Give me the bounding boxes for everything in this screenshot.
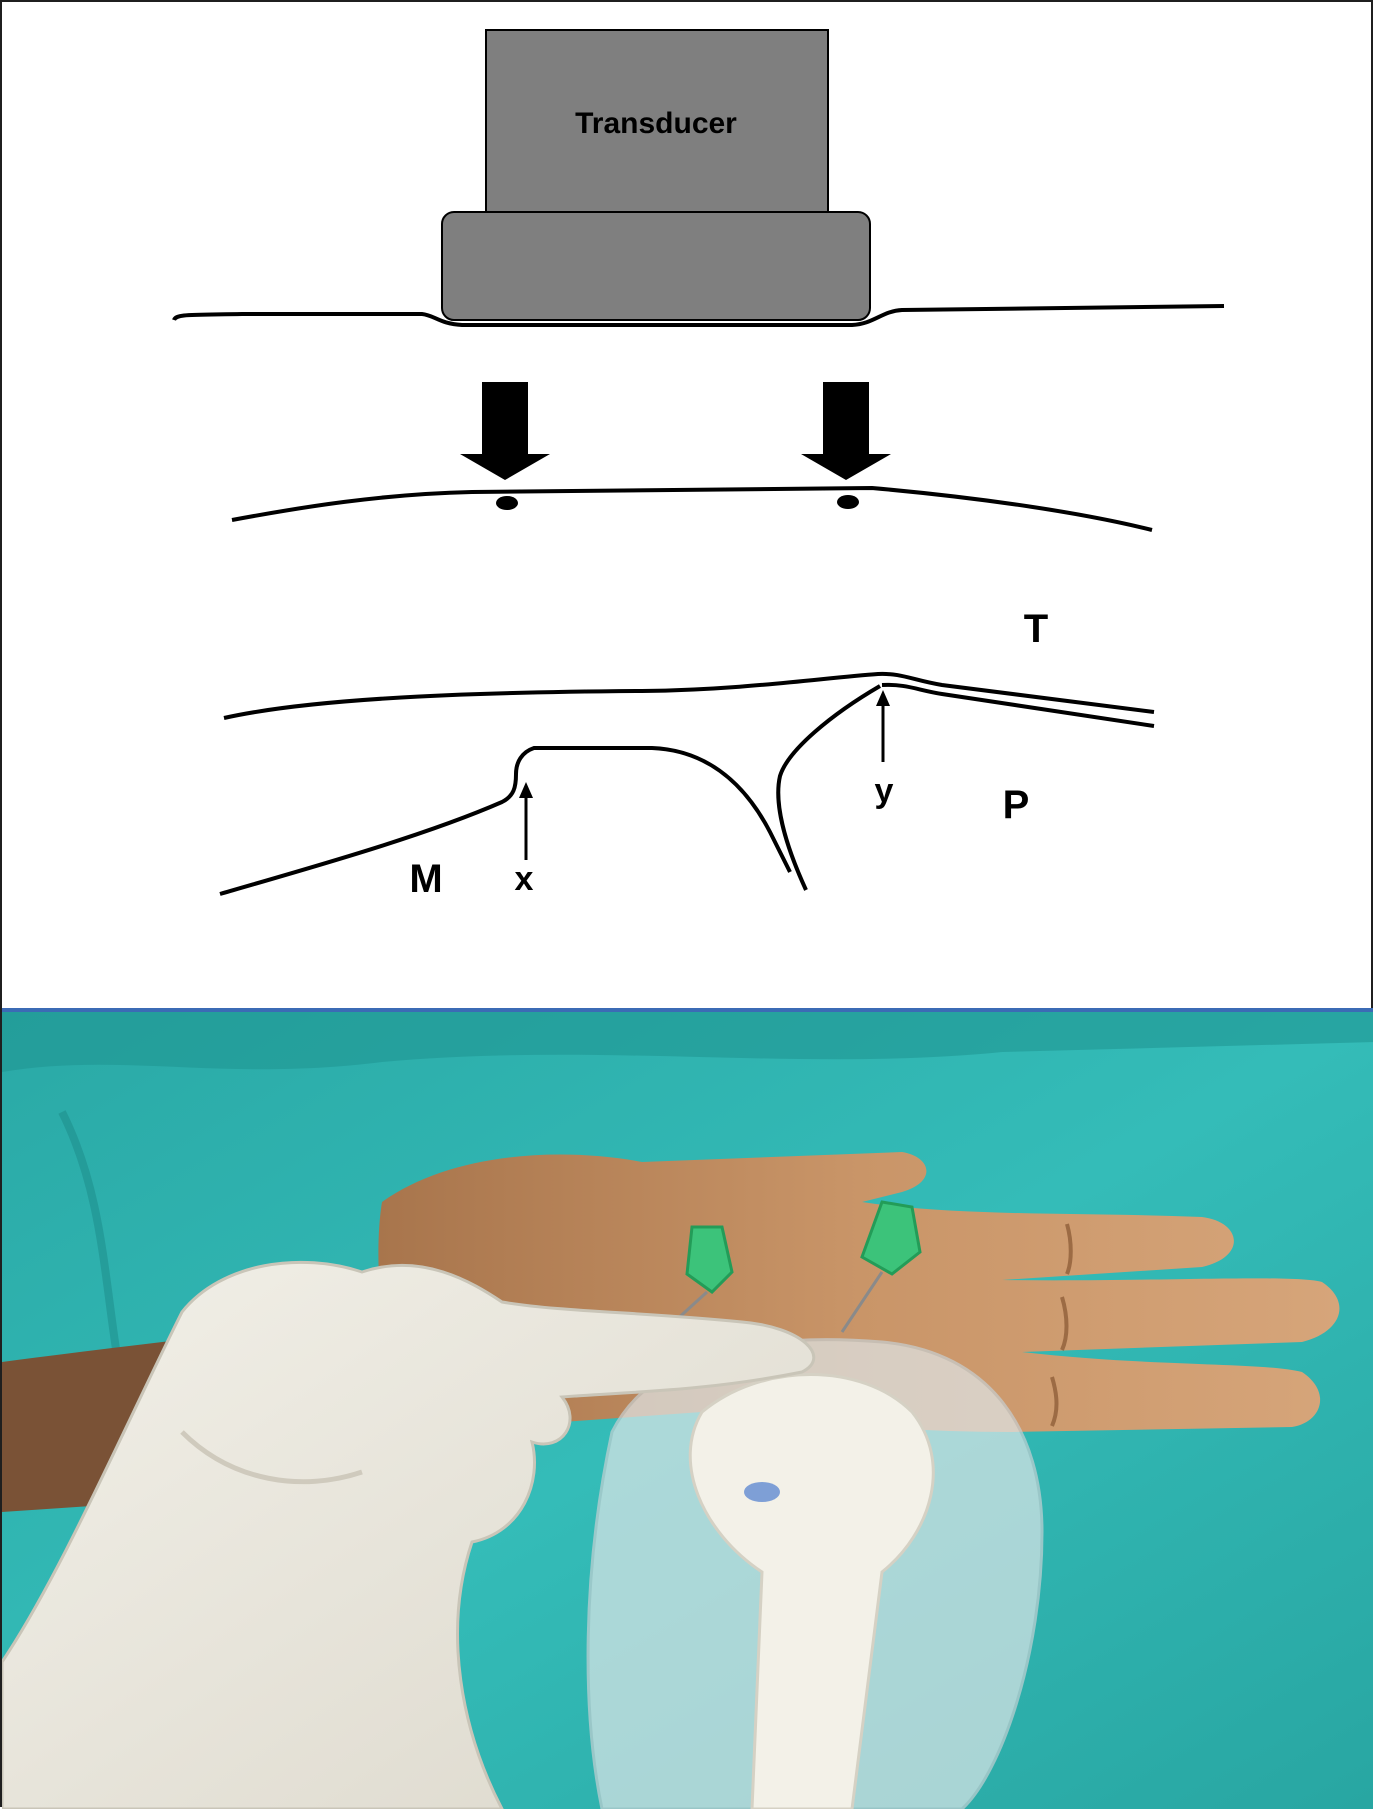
nerve-dot-right	[837, 495, 859, 509]
nerve-layer-line	[232, 488, 1152, 530]
procedure-photo	[2, 1012, 1373, 1809]
tendon-line-upper	[224, 674, 1154, 718]
metacarpal-outline	[220, 748, 790, 894]
phalanx-outline	[778, 686, 880, 890]
down-arrow-right	[801, 382, 891, 480]
probe-marker	[744, 1482, 780, 1502]
ultrasound-schematic: Transducer T P M x y	[2, 2, 1373, 1012]
arrow-y	[876, 690, 890, 762]
transducer-label: Transducer	[575, 107, 737, 140]
label-P: P	[1003, 783, 1030, 827]
down-arrow-left	[460, 382, 550, 480]
label-y: y	[875, 772, 894, 810]
nerve-dot-left	[496, 496, 518, 510]
label-M: M	[409, 857, 442, 901]
arrow-x	[519, 782, 533, 860]
transducer-base	[442, 212, 870, 320]
label-T: T	[1024, 607, 1048, 651]
transducer: Transducer	[442, 30, 870, 320]
label-x: x	[515, 860, 534, 898]
